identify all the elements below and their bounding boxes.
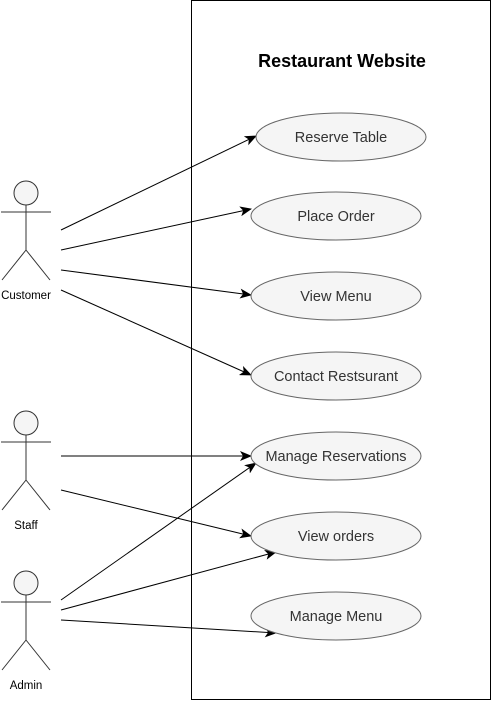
actor-leg-left — [1, 479, 27, 511]
association-lines — [60, 135, 277, 638]
use-case-manage-menu[interactable]: Manage Menu — [250, 591, 422, 641]
system-title: Restaurant Website — [258, 51, 426, 71]
actor-label: Admin — [10, 680, 43, 692]
association-customer-contact-restaurant — [60, 289, 252, 376]
use-case-ellipse[interactable] — [250, 351, 422, 401]
association-admin-manage-menu — [60, 619, 277, 638]
association-customer-place-order — [60, 206, 252, 251]
actor-head — [13, 180, 39, 206]
actor-head — [13, 410, 39, 436]
use-case-label: Contact Restsurant — [274, 369, 398, 385]
use-case-label: Reserve Table — [295, 130, 387, 146]
use-case-view-orders[interactable]: View orders — [250, 511, 422, 561]
use-case-label: View Menu — [300, 289, 371, 305]
use-case-label: Place Order — [297, 209, 375, 225]
use-case-ellipse[interactable] — [250, 591, 422, 641]
use-case-ellipse[interactable] — [250, 271, 422, 321]
actor-leg-right — [25, 249, 51, 281]
use-case-label: Manage Menu — [290, 609, 383, 625]
actor-label: Staff — [14, 520, 38, 532]
actor-customer[interactable]: Customer — [1, 180, 51, 302]
actor-leg-right — [25, 639, 51, 671]
use-case-ellipse[interactable] — [255, 112, 427, 162]
use-case-contact-restaurant[interactable]: Contact Restsurant — [250, 351, 422, 401]
use-case-view-menu[interactable]: View Menu — [250, 271, 422, 321]
actor-head — [13, 570, 39, 596]
use-case-ellipse[interactable] — [250, 191, 422, 241]
use-case-reserve-table[interactable]: Reserve Table — [255, 112, 427, 162]
use-case-ellipse[interactable] — [250, 431, 422, 481]
actor-staff[interactable]: Staff — [1, 410, 51, 532]
actor-leg-left — [1, 249, 27, 281]
actor-leg-left — [1, 639, 27, 671]
association-customer-view-menu — [60, 269, 252, 299]
use-case-manage-reservations[interactable]: Manage Reservations — [250, 431, 422, 481]
association-staff-view-orders — [60, 489, 252, 539]
actor-leg-right — [25, 479, 51, 511]
association-admin-view-orders — [60, 550, 277, 611]
use-case-label: View orders — [298, 529, 374, 545]
use-case-ellipse[interactable] — [250, 511, 422, 561]
association-admin-manage-reservations — [60, 462, 257, 601]
association-customer-reserve-table — [60, 135, 257, 231]
actor-label: Customer — [1, 290, 51, 302]
use-case-place-order[interactable]: Place Order — [250, 191, 422, 241]
actor-admin[interactable]: Admin — [1, 570, 51, 692]
use-case-label: Manage Reservations — [265, 449, 406, 465]
